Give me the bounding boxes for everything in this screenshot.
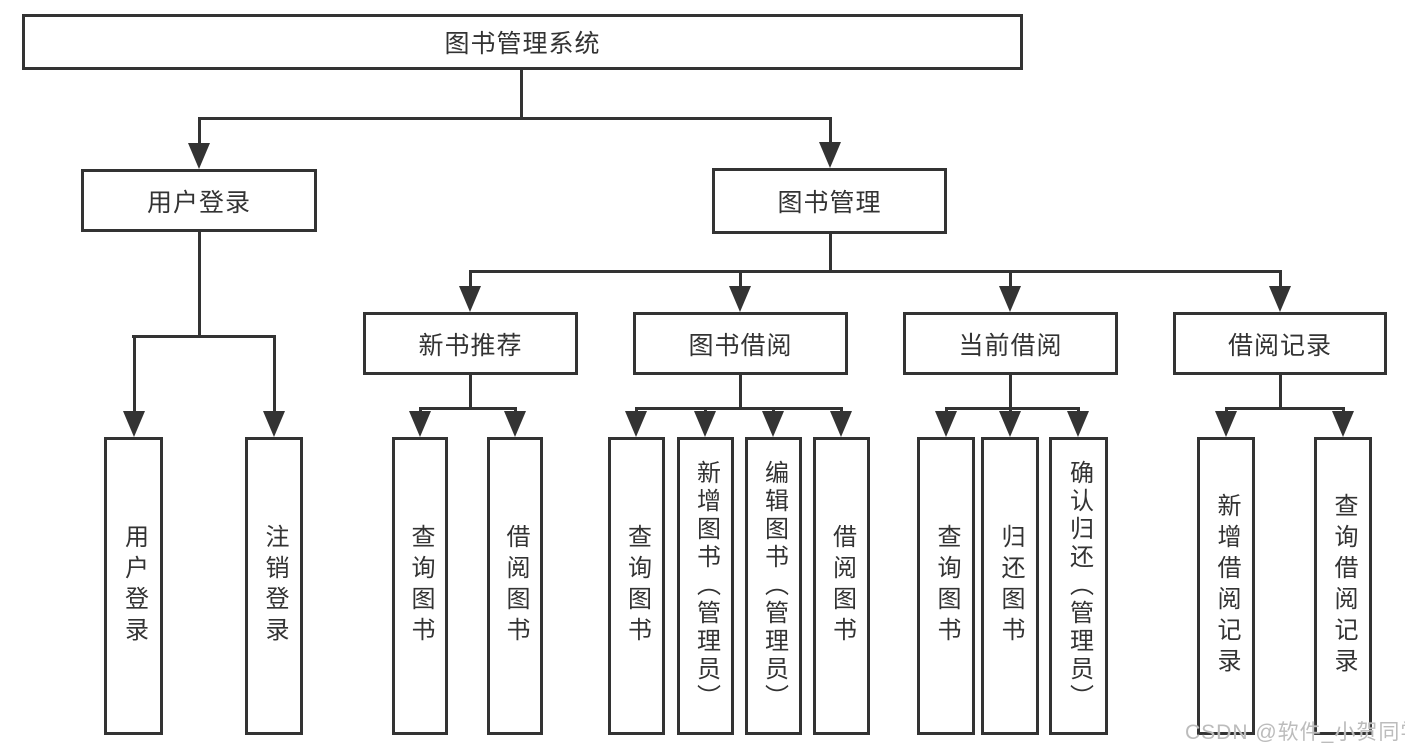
connector-book-borrow-split bbox=[635, 407, 843, 410]
leaf-borrow-add-books: 新增图书（管理员） bbox=[677, 437, 734, 735]
arrow-to-leaf-logout bbox=[263, 411, 285, 437]
node-root-label: 图书管理系统 bbox=[444, 30, 601, 58]
node-root: 图书管理系统 bbox=[22, 14, 1023, 70]
arrow-to-records-add-record bbox=[1215, 411, 1237, 437]
leaf-current-return-books: 归还图书 bbox=[981, 437, 1039, 735]
leaf-user-login-label: 用户登录 bbox=[120, 524, 148, 648]
node-current-borrow: 当前借阅 bbox=[903, 312, 1118, 375]
arrow-to-leaf-login bbox=[123, 411, 145, 437]
node-user-login: 用户登录 bbox=[81, 169, 317, 232]
connector-new-book-rec-stem bbox=[469, 375, 472, 410]
arrow-to-current-borrow bbox=[999, 286, 1021, 312]
connector-to-book-mgmt-shaft bbox=[829, 117, 832, 145]
node-book-borrow-label: 图书借阅 bbox=[688, 331, 793, 360]
leaf-records-add-record: 新增借阅记录 bbox=[1197, 437, 1255, 735]
leaf-rec-borrow-books-label: 借阅图书 bbox=[502, 524, 529, 648]
node-borrow-records: 借阅记录 bbox=[1173, 312, 1387, 375]
leaf-rec-query-books-label: 查询图书 bbox=[407, 524, 434, 648]
leaf-current-query-books-label: 查询图书 bbox=[933, 524, 960, 648]
connector-borrow-records-stem bbox=[1279, 375, 1282, 410]
leaf-records-add-record-label: 新增借阅记录 bbox=[1213, 493, 1240, 679]
node-user-login-label: 用户登录 bbox=[146, 188, 251, 217]
connector-level3-bus bbox=[469, 270, 1282, 273]
node-new-book-rec: 新书推荐 bbox=[363, 312, 578, 375]
connector-to-new-book-rec-shaft bbox=[469, 270, 472, 288]
leaf-current-confirm-return: 确认归还（管理员） bbox=[1049, 437, 1108, 735]
leaf-borrow-edit-books-label: 编辑图书（管理员） bbox=[760, 460, 788, 712]
leaf-records-query-record: 查询借阅记录 bbox=[1314, 437, 1372, 735]
arrow-to-borrow-edit-books bbox=[762, 411, 784, 437]
leaf-borrow-query-books: 查询图书 bbox=[608, 437, 665, 735]
leaf-borrow-borrow-books-label: 借阅图书 bbox=[828, 524, 856, 648]
connector-book-mgmt-stem bbox=[829, 234, 832, 273]
arrow-to-borrow-borrow-books bbox=[830, 411, 852, 437]
node-new-book-rec-label: 新书推荐 bbox=[418, 331, 523, 360]
leaf-logout-label: 注销登录 bbox=[261, 524, 288, 648]
arrow-to-borrow-add-books bbox=[694, 411, 716, 437]
node-book-mgmt: 图书管理 bbox=[712, 168, 947, 234]
arrow-to-current-query-books bbox=[935, 411, 957, 437]
leaf-rec-borrow-books: 借阅图书 bbox=[487, 437, 543, 735]
connector-user-login-split bbox=[132, 335, 276, 338]
connector-to-borrow-records-shaft bbox=[1279, 270, 1282, 288]
arrow-to-user-login bbox=[188, 143, 210, 169]
leaf-current-return-books-label: 归还图书 bbox=[997, 524, 1024, 648]
connector-to-leaf-login-shaft bbox=[133, 335, 136, 413]
connector-to-current-borrow-shaft bbox=[1009, 270, 1012, 288]
leaf-logout: 注销登录 bbox=[245, 437, 303, 735]
leaf-records-query-record-label: 查询借阅记录 bbox=[1330, 493, 1357, 679]
arrow-to-current-return-books bbox=[999, 411, 1021, 437]
connector-borrow-records-split bbox=[1225, 407, 1345, 410]
arrow-to-rec-query-books bbox=[409, 411, 431, 437]
node-book-mgmt-label: 图书管理 bbox=[777, 189, 882, 217]
arrow-to-borrow-query-books bbox=[625, 411, 647, 437]
node-book-borrow: 图书借阅 bbox=[633, 312, 848, 375]
connector-current-borrow-split bbox=[945, 407, 1080, 410]
arrow-to-records-query-record bbox=[1332, 411, 1354, 437]
leaf-current-query-books: 查询图书 bbox=[917, 437, 975, 735]
connector-current-borrow-stem bbox=[1009, 375, 1012, 410]
leaf-rec-query-books: 查询图书 bbox=[392, 437, 448, 735]
connector-to-user-login-shaft bbox=[198, 117, 201, 145]
leaf-borrow-query-books-label: 查询图书 bbox=[623, 524, 651, 648]
connector-new-book-rec-split bbox=[419, 407, 517, 410]
connector-user-login-stem bbox=[198, 232, 201, 338]
arrow-to-book-borrow bbox=[729, 286, 751, 312]
connector-book-borrow-stem bbox=[739, 375, 742, 410]
node-borrow-records-label: 借阅记录 bbox=[1227, 331, 1332, 360]
connector-root-stem bbox=[520, 70, 523, 118]
leaf-borrow-borrow-books: 借阅图书 bbox=[813, 437, 870, 735]
leaf-borrow-add-books-label: 新增图书（管理员） bbox=[692, 460, 720, 712]
node-current-borrow-label: 当前借阅 bbox=[958, 331, 1063, 360]
arrow-to-book-mgmt bbox=[819, 142, 841, 168]
connector-to-book-borrow-shaft bbox=[739, 270, 742, 288]
arrow-to-new-book-rec bbox=[459, 286, 481, 312]
connector-level2-bus bbox=[198, 117, 832, 120]
leaf-borrow-edit-books: 编辑图书（管理员） bbox=[745, 437, 802, 735]
connector-to-leaf-logout-shaft bbox=[273, 335, 276, 413]
csdn-watermark: CSDN @软件_小贺同学 bbox=[1185, 721, 1405, 744]
leaf-user-login: 用户登录 bbox=[104, 437, 163, 735]
arrow-to-borrow-records bbox=[1269, 286, 1291, 312]
arrow-to-current-confirm-return bbox=[1067, 411, 1089, 437]
arrow-to-rec-borrow-books bbox=[504, 411, 526, 437]
leaf-current-confirm-return-label: 确认归还（管理员） bbox=[1065, 460, 1093, 712]
